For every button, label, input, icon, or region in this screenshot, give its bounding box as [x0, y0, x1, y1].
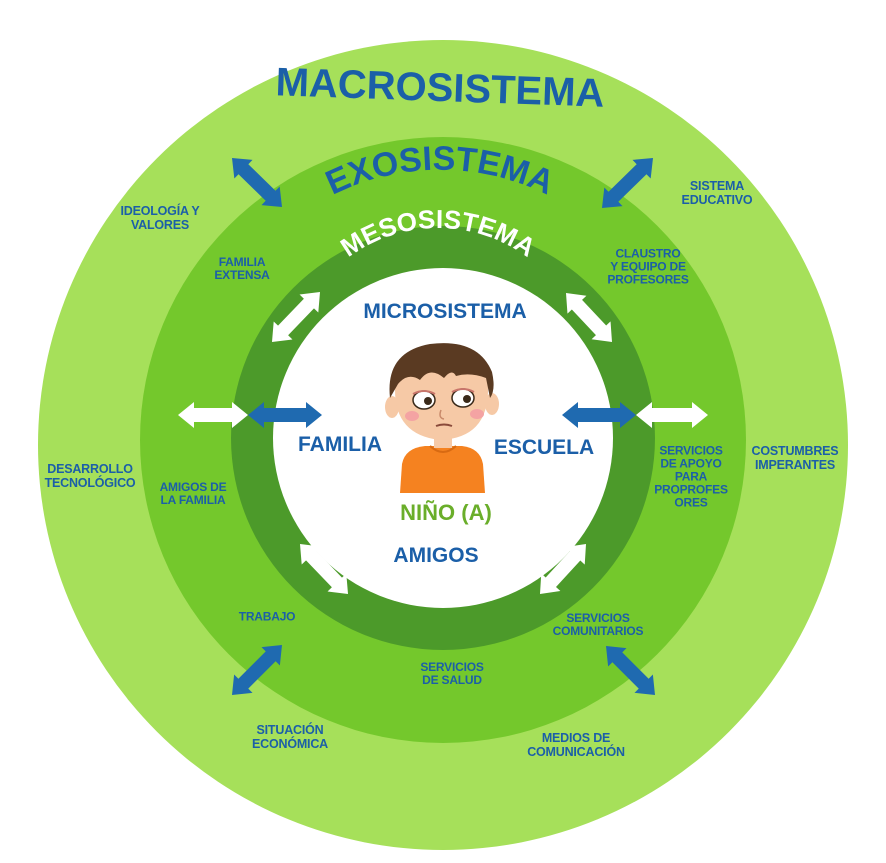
arrow-macro-top-left-double-arrow-icon: [232, 158, 282, 208]
exo-label-servicios-salud: SERVICIOS DE SALUD: [420, 660, 484, 687]
arrow-exo-left-double-arrow-icon: [178, 402, 248, 428]
arrow-exo-right-double-arrow-icon: [636, 402, 708, 428]
macro-label-situacion: SITUACIÓN ECONÓMICA: [252, 723, 328, 751]
arrows-layer: [178, 158, 708, 695]
arrow-macro-bottom-right-double-arrow-icon: [606, 646, 655, 695]
microsistema-title: MICROSISTEMA: [363, 300, 526, 323]
macro-label-medios: MEDIOS DE COMUNICACIÓN: [527, 731, 625, 759]
child-label: NIÑO (A): [400, 500, 492, 525]
arrow-meso-bottom-left-double-arrow-icon: [300, 544, 348, 594]
exo-label-amigos-familia: AMIGOS DE LA FAMILIA: [159, 480, 227, 507]
exo-label-servicios-comunitarios: SERVICIOS COMUNITARIOS: [552, 611, 644, 638]
exo-label-claustro: CLAUSTRO Y EQUIPO DE PROFESORES: [607, 246, 689, 287]
arrow-familia-meso-double-arrow-icon: [248, 402, 322, 428]
arrow-meso-bottom-right-double-arrow-icon: [539, 544, 586, 594]
escuela-label: ESCUELA: [494, 436, 594, 459]
amigos-label: AMIGOS: [393, 544, 478, 567]
child-portrait-icon: [385, 343, 499, 493]
macro-label-desarrollo: DESARROLLO TECNOLÓGICO: [44, 462, 136, 490]
macro-label-sistema-educativo: SISTEMA EDUCATIVO: [681, 179, 753, 207]
macro-label-ideologia: IDEOLOGÍA Y VALORES: [120, 204, 200, 232]
exo-label-trabajo: TRABAJO: [238, 609, 296, 624]
exo-label-familia-extensa: FAMILIA EXTENSA: [214, 255, 270, 282]
arrow-macro-top-right-double-arrow-icon: [602, 158, 653, 209]
arrow-macro-bottom-left-double-arrow-icon: [232, 645, 282, 695]
arrow-meso-top-left-double-arrow-icon: [272, 292, 320, 342]
arrow-meso-top-right-double-arrow-icon: [566, 293, 613, 343]
arrow-escuela-meso-double-arrow-icon: [562, 402, 636, 428]
macro-label-costumbres: COSTUMBRES IMPERANTES: [751, 444, 839, 472]
exo-label-servicios-apoyo: SERVICIOS DE APOYO PARA PROPROFES ORES: [654, 443, 728, 510]
familia-label: FAMILIA: [298, 433, 382, 456]
